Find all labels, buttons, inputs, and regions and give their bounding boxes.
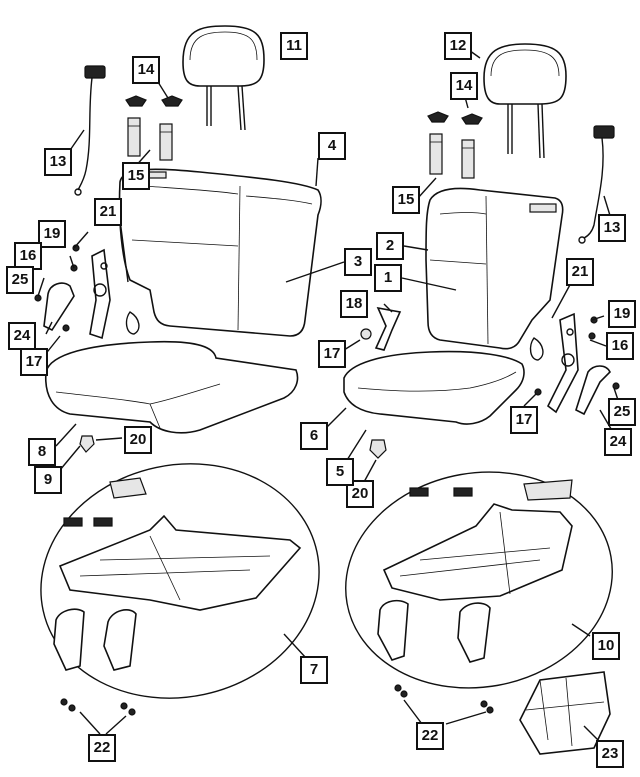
seat-back-left xyxy=(118,168,322,337)
callout-23: 23 xyxy=(596,740,624,768)
callout-21: 21 xyxy=(94,198,122,226)
side-cover-right xyxy=(575,365,611,416)
callout-17: 17 xyxy=(20,348,48,376)
screws-left xyxy=(34,244,80,332)
callout-22: 22 xyxy=(88,734,116,762)
callout-4: 4 xyxy=(318,132,346,160)
callout-13: 13 xyxy=(44,148,72,176)
callout-19: 19 xyxy=(608,300,636,328)
callout-11: 11 xyxy=(280,32,308,60)
bolts-right xyxy=(394,684,494,714)
callout-17: 17 xyxy=(318,340,346,368)
callout-9: 9 xyxy=(34,466,62,494)
callout-15: 15 xyxy=(392,186,420,214)
bolts-left xyxy=(60,698,136,716)
latch-18 xyxy=(360,306,402,351)
buckle-left xyxy=(74,65,106,196)
callout-25: 25 xyxy=(6,266,34,294)
callout-13: 13 xyxy=(598,214,626,242)
buckle-right xyxy=(578,125,615,244)
callout-2: 2 xyxy=(376,232,404,260)
side-cover-left xyxy=(43,282,75,332)
callout-24: 24 xyxy=(8,322,36,350)
headrest-left xyxy=(182,25,265,131)
seat-back-right xyxy=(425,187,564,350)
callout-7: 7 xyxy=(300,656,328,684)
callout-12: 12 xyxy=(444,32,472,60)
recliner-left xyxy=(89,248,140,340)
callout-17: 17 xyxy=(510,406,538,434)
callout-10: 10 xyxy=(592,632,620,660)
callout-1: 1 xyxy=(374,264,402,292)
callout-19: 19 xyxy=(38,220,66,248)
cushion-frame-left-group xyxy=(40,463,320,699)
callout-5: 5 xyxy=(326,458,354,486)
callout-14: 14 xyxy=(450,72,478,100)
callout-8: 8 xyxy=(28,438,56,466)
callout-16: 16 xyxy=(606,332,634,360)
cushion-frame-right-group xyxy=(345,471,613,689)
recliner-right xyxy=(529,312,579,414)
callout-24: 24 xyxy=(604,428,632,456)
callout-21: 21 xyxy=(566,258,594,286)
callout-18: 18 xyxy=(340,290,368,318)
headrest-guides-left xyxy=(125,95,183,161)
callout-16: 16 xyxy=(14,242,42,270)
pin-20a xyxy=(79,435,95,453)
seat-cushion-left xyxy=(45,340,299,434)
seat-cushion-right xyxy=(343,350,525,425)
callout-6: 6 xyxy=(300,422,328,450)
callout-25: 25 xyxy=(608,398,636,426)
callout-3: 3 xyxy=(344,248,372,276)
headrest-guides-right xyxy=(427,111,483,179)
callout-20: 20 xyxy=(124,426,152,454)
callout-22: 22 xyxy=(416,722,444,750)
storage-tray-23 xyxy=(519,671,611,755)
callout-15: 15 xyxy=(122,162,150,190)
headrest-right xyxy=(483,43,567,159)
callout-14: 14 xyxy=(132,56,160,84)
pin-20b xyxy=(369,439,387,459)
